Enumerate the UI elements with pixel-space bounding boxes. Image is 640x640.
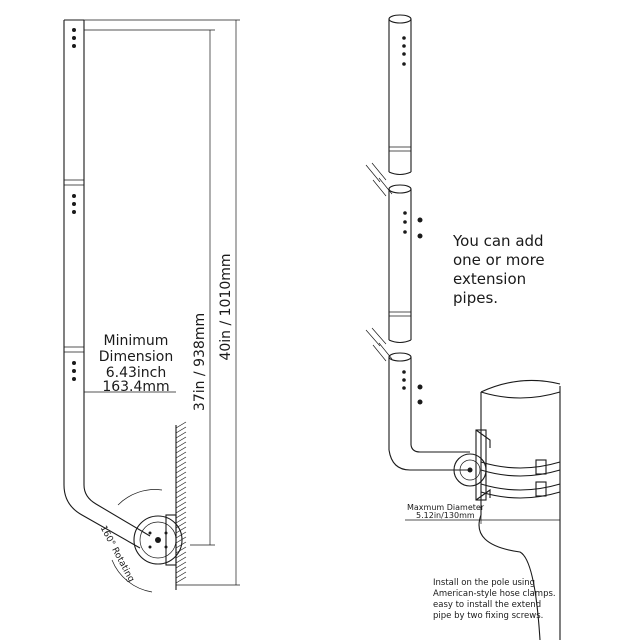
min-dim-line4: 163.4mm [102, 379, 169, 395]
wall-bracket [165, 421, 187, 590]
extension-pipe-middle [388, 184, 412, 344]
left-pipe-assembly [63, 19, 183, 593]
wall-hatch-line [175, 516, 187, 524]
install-note: Install on the pole using American-style… [433, 578, 556, 621]
dim-938-label: 37in / 938mm [192, 313, 208, 411]
wall-hatch-line [175, 436, 187, 444]
wall-hatch-line [175, 571, 187, 579]
install-line4: pipe by two fixing screws. [433, 611, 543, 621]
wall-hatch-line [175, 506, 187, 514]
install-line2: American-style hose clamps. [433, 589, 556, 599]
wall-hatch-line [175, 491, 187, 499]
install-line3: easy to install the extend [433, 600, 541, 610]
wall-hatch-line [175, 476, 187, 484]
wall-hatch-line [175, 431, 187, 439]
wall-hatch-line [175, 546, 187, 554]
wall-hatch-line [175, 421, 187, 429]
rotating-label: 160° Rotating [98, 524, 136, 584]
wall-hatch-line [175, 526, 187, 534]
minimum-dimension-label: Minimum Dimension 6.43inch 163.4mm [99, 333, 173, 395]
wall-hatch-line [175, 456, 187, 464]
max-diameter-line1: Maxmum Diameter [407, 503, 485, 512]
extension-line2: one or more [453, 251, 545, 269]
extension-line4: pipes. [453, 289, 498, 307]
pole-clamp [453, 379, 561, 640]
wall-hatch-line [175, 536, 187, 544]
min-dim-line2: Dimension [99, 349, 173, 365]
wall-hatch-line [175, 481, 187, 489]
max-diameter-dimension [405, 506, 561, 524]
base-pipe [388, 352, 470, 471]
max-diameter-label: Maxmum Diameter 5.12in/130mm [407, 503, 485, 520]
wall-hatch-line [175, 576, 187, 584]
extension-line3: extension [453, 270, 526, 288]
wall-hatch-line [175, 556, 187, 564]
wall-hatch-line [175, 531, 187, 539]
dim-1010-label: 40in / 1010mm [218, 253, 234, 360]
wall-hatch-line [175, 461, 187, 469]
extension-line1: You can add [452, 232, 544, 250]
fixing-screw [365, 162, 423, 405]
wall-hatch-line [175, 541, 187, 549]
wall-hatch-line [175, 561, 187, 569]
wall-hatch-line [175, 441, 187, 449]
wall-hatch-line [175, 471, 187, 479]
wall-hatch-line [175, 551, 187, 559]
wall-hatch-line [175, 446, 187, 454]
dimension-lines [83, 19, 240, 586]
wall-hatch-line [175, 426, 187, 434]
install-line1: Install on the pole using [433, 578, 535, 588]
wall-hatch-line [175, 466, 187, 474]
wall-hatch-line [175, 521, 187, 529]
wall-hatch-line [175, 566, 187, 574]
max-diameter-line2: 5.12in/130mm [416, 511, 475, 520]
min-dim-line1: Minimum [104, 333, 169, 349]
wall-hatch-line [175, 451, 187, 459]
wall-hatch-line [175, 496, 187, 504]
extension-note: You can add one or more extension pipes. [452, 232, 545, 307]
wall-hatch-line [175, 511, 187, 519]
wall-hatch-line [175, 486, 187, 494]
extension-pipe-top [388, 14, 412, 176]
min-dim-line3: 6.43inch [106, 365, 167, 381]
wall-hatch-line [175, 501, 187, 509]
